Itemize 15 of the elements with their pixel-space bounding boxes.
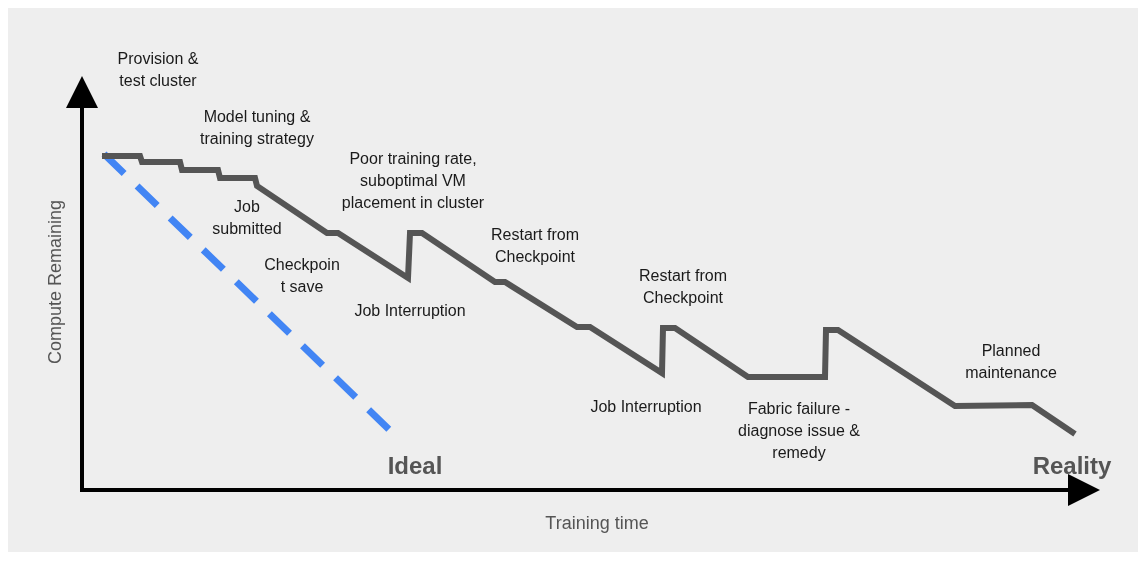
annotation-label: Job Interruption <box>589 397 703 417</box>
annotation-label: Job submitted <box>211 197 283 239</box>
annotation-label: Job Interruption <box>353 301 467 321</box>
annotation-label: Poor training rate, suboptimal VM placement in cluster <box>340 149 486 213</box>
annotation-label: Planned maintenance <box>964 341 1058 383</box>
annotation-label: Restart from Checkpoint <box>490 225 580 267</box>
line-label: Ideal <box>386 452 444 480</box>
annotation-label: Checkpoin t save <box>263 255 341 297</box>
axis-title: Training time <box>544 512 650 534</box>
annotation-label: Restart from Checkpoint <box>638 266 728 308</box>
annotation-label: Fabric failure - diagnose issue & remedy <box>737 399 861 463</box>
line-label: Reality <box>1031 452 1113 480</box>
annotation-label: Provision & test cluster <box>116 49 200 91</box>
annotation-label: Model tuning & training strategy <box>199 107 315 149</box>
axis-title: Compute Remaining <box>44 198 66 367</box>
